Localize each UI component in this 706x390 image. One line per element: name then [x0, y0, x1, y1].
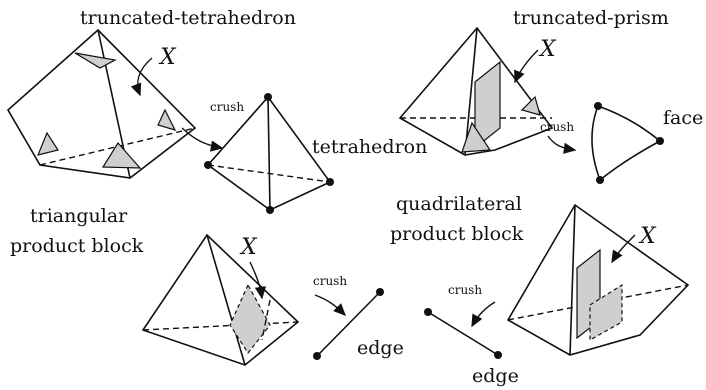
face-figure: [591, 102, 664, 184]
crush-arrow-1: [181, 127, 224, 152]
truncated-corner-left: [36, 131, 59, 156]
label-edge-right: edge: [472, 365, 519, 387]
label-tetrahedron: tetrahedron: [312, 136, 427, 158]
quad-block-shade-2: [589, 283, 623, 342]
crush-label-3: crush: [313, 274, 347, 288]
quadrilateral-product-block-figure: [506, 203, 690, 356]
truncated-corner-bottom: [101, 141, 142, 169]
prism-corner-right: [520, 95, 541, 116]
crush-label-2: crush: [540, 120, 574, 134]
x-label-quadrilateral-block: X: [638, 224, 657, 249]
truncated-corner-top: [74, 52, 117, 69]
triangular-product-block-figure: [141, 233, 300, 366]
triangular-block-shade: [229, 283, 271, 355]
label-quadrilateral-line1: quadrilateral: [396, 193, 522, 215]
truncated-tetrahedron-figure: [6, 28, 197, 179]
prism-shaded-face: [474, 60, 501, 150]
crush-label-1: crush: [210, 100, 244, 114]
tetrahedron-figure: [204, 93, 334, 214]
crush-arrow-2: [547, 135, 577, 154]
crush-label-4: crush: [448, 283, 482, 297]
x-label-truncated-prism: X: [538, 37, 557, 62]
x-label-triangular-block: X: [239, 235, 258, 260]
label-quadrilateral-line2: product block: [390, 223, 524, 245]
crush-arrow-3: [314, 294, 346, 316]
truncated-corner-right: [157, 108, 177, 131]
edge-left-figure: [313, 288, 384, 360]
prism-corner-bottom: [461, 121, 492, 153]
truncated-prism-figure: [398, 26, 554, 156]
crush-arrow-4: [471, 301, 496, 328]
edge-right-figure: [424, 308, 502, 359]
label-triangular-line1: triangular: [30, 205, 128, 227]
label-truncated-prism: truncated-prism: [513, 7, 669, 29]
label-edge-left: edge: [357, 337, 404, 359]
x-label-truncated-tetrahedron: X: [158, 45, 177, 70]
label-face: face: [663, 107, 703, 129]
label-truncated-tetrahedron: truncated-tetrahedron: [80, 7, 296, 29]
label-triangular-line2: product block: [10, 235, 144, 257]
